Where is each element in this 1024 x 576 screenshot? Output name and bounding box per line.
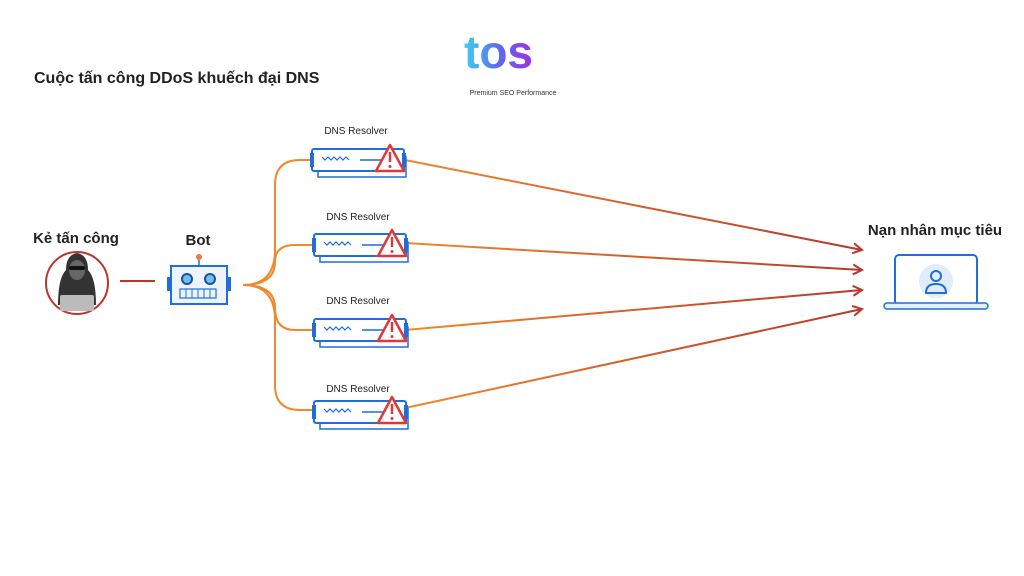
svg-text:DNS Resolver: DNS Resolver bbox=[326, 296, 390, 307]
svg-text:DNS Resolver: DNS Resolver bbox=[326, 384, 390, 395]
server-warning-icon bbox=[310, 313, 410, 349]
dns-resolver-4: DNS Resolver bbox=[310, 384, 410, 431]
svg-text:DNS Resolver: DNS Resolver bbox=[324, 126, 388, 137]
bot-branches bbox=[242, 159, 312, 411]
logo: tos Premium SEO Performance bbox=[464, 26, 556, 97]
server-warning-icon bbox=[310, 228, 410, 264]
diagram-title: Cuộc tấn công DDoS khuếch đại DNS bbox=[34, 70, 320, 87]
logo-wordmark: tos bbox=[464, 26, 533, 78]
dns-resolver-3: DNS Resolver bbox=[310, 296, 410, 349]
target-label: Nạn nhân mục tiêu bbox=[868, 222, 1002, 239]
laptop-user-icon bbox=[883, 254, 989, 310]
dns-resolver-2: DNS Resolver bbox=[310, 212, 410, 264]
bot-label: Bot bbox=[186, 232, 211, 249]
hacker-icon bbox=[45, 251, 109, 315]
robot-icon bbox=[167, 254, 231, 305]
dns-resolver-1: DNS Resolver bbox=[308, 126, 408, 179]
attacker-label: Kẻ tấn công bbox=[33, 230, 119, 247]
svg-text:DNS Resolver: DNS Resolver bbox=[326, 212, 390, 223]
logo-tagline: Premium SEO Performance bbox=[470, 90, 557, 97]
server-warning-icon bbox=[308, 143, 408, 179]
server-warning-icon bbox=[310, 395, 410, 431]
amplified-traffic bbox=[404, 159, 862, 409]
